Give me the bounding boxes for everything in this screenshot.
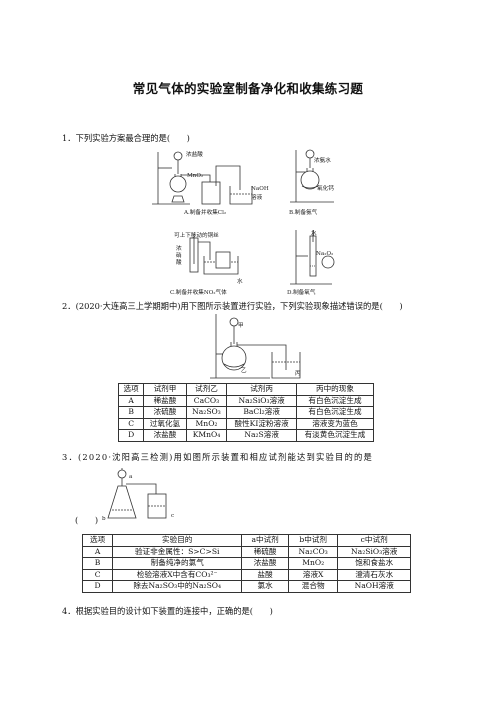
table-header-cell: 选项 (81, 534, 114, 547)
table-cell: Na₂CO₃ (287, 545, 339, 558)
label-conc-hno3-1: 浓 (176, 246, 182, 252)
table-cell: 盐酸 (241, 568, 289, 581)
table-cell: BaCl₂溶液 (226, 406, 297, 419)
table-cell: 验证非金属性：S>C>Si (112, 545, 243, 558)
label-c: c (171, 513, 175, 519)
table-cell: 除去Na₂SO₃中的Na₂SO₄ (112, 580, 243, 593)
table-header-cell: 试剂甲 (143, 383, 187, 396)
table-cell: B (117, 406, 145, 419)
table-cell: Na₂SiO₃溶液 (226, 394, 297, 407)
q3-table: 选项 实验目的 a中试剂 b中试剂 c中试剂 A 验证非金属性：S>C>Si 稀… (81, 534, 411, 593)
table-cell: 混合物 (287, 580, 339, 593)
table-header-cell: a中试剂 (241, 534, 289, 547)
table-row: A 稀盐酸 CaCO₃ Na₂SiO₃溶液 有白色沉淀生成 (117, 394, 375, 407)
table-row: B 浓硫酸 Na₂SO₃ BaCl₂溶液 有白色沉淀生成 (117, 406, 375, 419)
table-row: D 浓盐酸 KMnO₄ Na₂S溶液 有淡黄色沉淀生成 (117, 429, 375, 442)
q1-apparatus-c-diagram (189, 234, 239, 275)
table-header-cell: 选项 (117, 383, 145, 396)
table-row: A 验证非金属性：S>C>Si 稀硫酸 Na₂CO₃ Na₂SiO₃溶液 (81, 545, 411, 558)
table-cell: CaCO₃ (185, 394, 228, 407)
q1-apparatus-a-diagram (152, 151, 253, 205)
table-cell: 浓盐酸 (143, 429, 187, 442)
q2-apparatus-diagram (210, 314, 301, 379)
table-row: B 制备纯净的氯气 浓盐酸 MnO₂ 饱和食盐水 (81, 557, 411, 570)
label-water-d: 水 (311, 231, 317, 237)
label-mno2: MnO₂ (187, 173, 204, 179)
table-cell: 澄清石灰水 (337, 568, 411, 581)
question-3-stem-line2: ( ) (75, 515, 99, 525)
table-cell: 溶液X (287, 568, 339, 581)
q3-apparatus-diagram (107, 468, 167, 519)
caption-a: A.制备并收集Cl₂ (184, 210, 227, 216)
table-cell: 有白色沉淀生成 (295, 394, 375, 407)
table-cell: MnO₂ (287, 557, 339, 570)
table-row: C 过氧化氢 MnO₂ 酸性KI淀粉溶液 溶液变为蓝色 (117, 417, 375, 430)
table-header-cell: b中试剂 (287, 534, 339, 547)
table-cell: D (81, 580, 114, 593)
table-cell: KMnO₄ (185, 429, 228, 442)
table-cell: 酸性KI淀粉溶液 (226, 417, 297, 430)
table-header-cell: 丙中的现象 (295, 383, 375, 396)
q1-apparatus-d-diagram (290, 230, 335, 285)
question-3-stem-line1: 3．(2020·沈阳高三检测)用如图所示装置和相应试剂能达到实验目的的是 (62, 452, 374, 462)
label-yi: 乙 (241, 368, 247, 374)
caption-c: C.制备并收集NO₂气体 (170, 290, 227, 296)
table-cell: Na₂S溶液 (226, 429, 297, 442)
label-jia: 甲 (238, 323, 244, 329)
table-cell: C (81, 568, 114, 581)
label-a: a (129, 474, 133, 480)
table-cell: 稀盐酸 (143, 394, 187, 407)
table-cell: 有白色沉淀生成 (295, 406, 375, 419)
table-cell: 浓硫酸 (143, 406, 187, 419)
table-cell: 制备纯净的氯气 (112, 557, 243, 570)
table-cell: C (117, 417, 145, 430)
question-2-stem: 2．(2020·大连高三上学期期中)用下图所示装置进行实验，下列实验现象描述错误… (62, 301, 403, 311)
table-cell: 溶液变为蓝色 (295, 417, 375, 430)
table-cell: D (117, 429, 145, 442)
caption-d: D.制备氧气 (287, 290, 316, 296)
table-cell: 氯水 (241, 580, 289, 593)
label-b: b (102, 516, 106, 522)
table-row: C 检验溶液X中含有CO₃²⁻ 盐酸 溶液X 澄清石灰水 (81, 568, 411, 581)
label-naoh: NaOH (251, 186, 269, 192)
table-header-cell: c中试剂 (337, 534, 411, 547)
table-header-cell: 试剂丙 (226, 383, 297, 396)
table-header-row: 选项 实验目的 a中试剂 b中试剂 c中试剂 (81, 534, 411, 547)
table-header-cell: 试剂乙 (185, 383, 228, 396)
table-cell: 浓盐酸 (241, 557, 289, 570)
table-cell: B (81, 557, 114, 570)
table-cell: Na₂SO₃ (185, 406, 228, 419)
table-cell: 检验溶液X中含有CO₃²⁻ (112, 568, 243, 581)
label-solution: 溶液 (251, 195, 263, 201)
question-1-stem: 1．下列实验方案最合理的是( ) (62, 133, 190, 143)
label-conc-hno3-3: 酸 (176, 260, 182, 266)
table-cell: MnO₂ (185, 417, 228, 430)
table-header-cell: 实验目的 (112, 534, 243, 547)
q2-table: 选项 试剂甲 试剂乙 试剂丙 丙中的现象 A 稀盐酸 CaCO₃ Na₂SiO₃… (117, 383, 375, 442)
label-bing: 丙 (295, 371, 301, 377)
label-movable-wire: 可上下移动的铜丝 (174, 233, 219, 239)
table-cell: 过氧化氢 (143, 417, 187, 430)
table-cell: A (117, 394, 145, 407)
label-na2o2: Na₂O₂ (316, 251, 334, 257)
label-cao: 氧化钙 (317, 186, 334, 192)
q1-apparatus-b-diagram (290, 149, 334, 203)
table-header-row: 选项 试剂甲 试剂乙 试剂丙 丙中的现象 (117, 383, 375, 396)
question-4-stem: 4．根据实验目的设计如下装置的连接中，正确的是( ) (62, 606, 273, 616)
table-cell: 有淡黄色沉淀生成 (295, 429, 375, 442)
caption-b: B.制备氨气 (289, 210, 318, 216)
label-conc-hno3-2: 硝 (176, 253, 182, 259)
page-title: 常见气体的实验室制备净化和收集练习题 (132, 81, 364, 96)
table-cell: Na₂SiO₃溶液 (337, 545, 411, 558)
table-cell: 饱和食盐水 (337, 557, 411, 570)
label-water: 水 (237, 279, 243, 285)
label-conc-ammonia: 浓氨水 (314, 158, 331, 164)
table-cell: A (81, 545, 114, 558)
label-conc-hcl: 浓盐酸 (186, 152, 203, 158)
table-row: D 除去Na₂SO₃中的Na₂SO₄ 氯水 混合物 NaOH溶液 (81, 580, 411, 593)
table-cell: 稀硫酸 (241, 545, 289, 558)
table-cell: NaOH溶液 (337, 580, 411, 593)
